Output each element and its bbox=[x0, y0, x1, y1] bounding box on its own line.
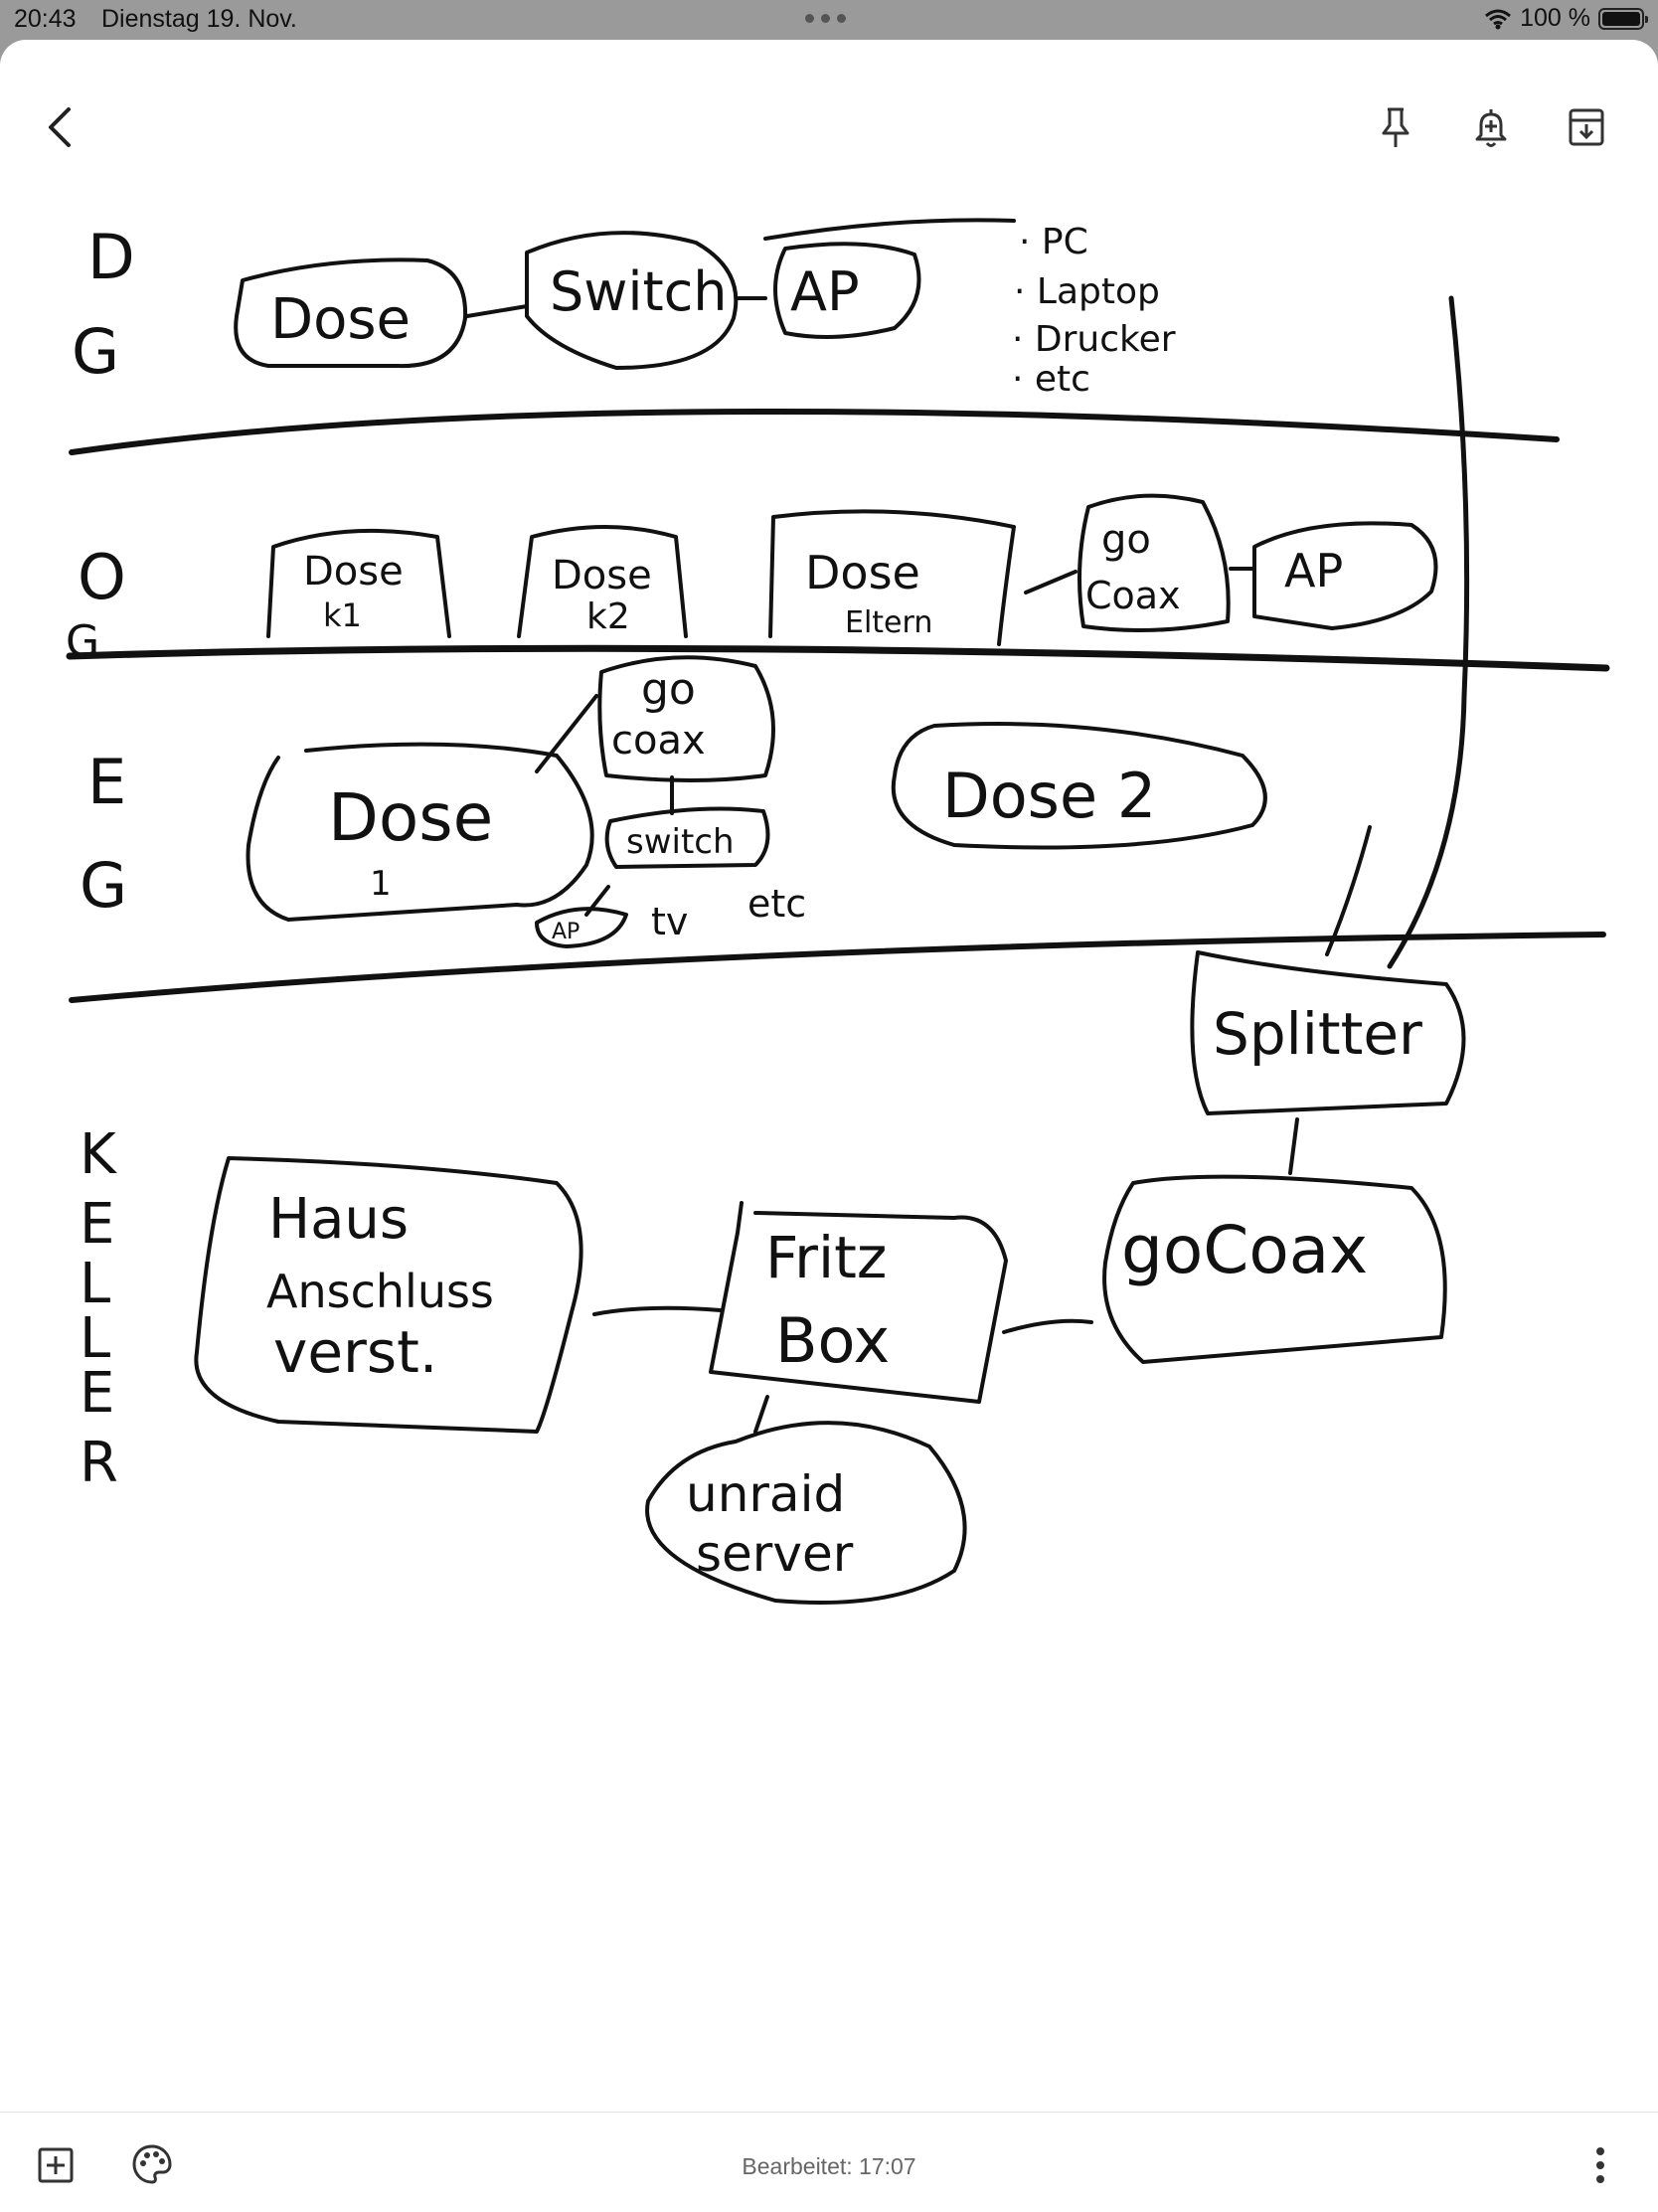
last-edited-text: Bearbeitet: 17:07 bbox=[742, 2153, 916, 2179]
og-gocoax-line2: Coax bbox=[1085, 574, 1181, 617]
multitasking-dots-icon[interactable] bbox=[805, 14, 853, 24]
dg-ap: AP bbox=[790, 260, 860, 323]
keller-unraid-line1: unraid bbox=[686, 1465, 845, 1523]
eg-dose2: Dose 2 bbox=[942, 760, 1156, 832]
og-dose-k2-line1: Dose bbox=[552, 553, 652, 598]
eg-switch: switch bbox=[626, 822, 735, 862]
reminder-button[interactable] bbox=[1467, 101, 1515, 153]
floor-label-keller-6: R bbox=[80, 1431, 118, 1495]
floor-label-dg-1: D bbox=[87, 221, 135, 293]
og-dose-eltern-line2: Eltern bbox=[845, 605, 932, 640]
back-button[interactable] bbox=[36, 99, 83, 155]
og-dose-k2-line2: k2 bbox=[586, 596, 630, 637]
og-dose-k1-line2: k1 bbox=[323, 596, 362, 634]
note-sheet bbox=[0, 40, 1658, 2211]
keller-gocoax: goCoax bbox=[1121, 1212, 1368, 1288]
floor-label-og-2: G bbox=[66, 616, 99, 667]
dg-dose: Dose bbox=[270, 287, 411, 352]
og-dose-eltern-line1: Dose bbox=[805, 546, 920, 599]
eg-gocoax-line2: coax bbox=[611, 718, 706, 764]
chevron-left-icon bbox=[49, 107, 71, 147]
eg-etc: etc bbox=[747, 882, 806, 926]
archive-button[interactable] bbox=[1563, 101, 1610, 153]
add-button[interactable] bbox=[32, 2141, 80, 2189]
floor-label-keller-2: E bbox=[80, 1192, 114, 1257]
floor-label-keller-1: K bbox=[80, 1122, 117, 1187]
dg-list-laptop: · Laptop bbox=[1014, 271, 1160, 312]
dg-switch: Switch bbox=[550, 260, 728, 323]
floor-label-keller-5: E bbox=[80, 1361, 114, 1426]
floor-label-dg-2: G bbox=[72, 315, 119, 388]
keller-haus-line1: Haus bbox=[268, 1187, 409, 1252]
wifi-icon bbox=[1485, 9, 1512, 29]
dg-list-drucker: · Drucker bbox=[1012, 319, 1176, 360]
eg-tv: tv bbox=[651, 900, 688, 943]
pin-button[interactable] bbox=[1372, 101, 1419, 153]
network-sketch: D G O G E G K E L L E R Dose Switch AP ·… bbox=[66, 218, 1610, 1605]
og-dose-k1-line1: Dose bbox=[303, 549, 404, 595]
status-date: Dienstag 19. Nov. bbox=[101, 5, 297, 33]
palette-icon bbox=[132, 2144, 172, 2184]
status-bar: 20:43 Dienstag 19. Nov. 100 % bbox=[0, 0, 1658, 40]
eg-dose1: Dose bbox=[328, 779, 493, 856]
bottom-bar bbox=[0, 2112, 1658, 2212]
keller-haus-line2: Anschluss bbox=[266, 1265, 494, 1318]
pin-icon bbox=[1382, 107, 1409, 147]
floor-label-keller-4: L bbox=[80, 1306, 110, 1371]
floor-label-eg-1: E bbox=[87, 746, 126, 818]
keller-haus-line3: verst. bbox=[273, 1318, 437, 1386]
more-options-button[interactable] bbox=[1578, 2137, 1622, 2193]
battery-percent: 100 % bbox=[1520, 4, 1590, 32]
dg-list-pc: · PC bbox=[1019, 222, 1088, 262]
keller-fritz-line1: Fritz bbox=[765, 1224, 887, 1291]
floor-label-keller-3: L bbox=[80, 1252, 110, 1316]
battery-icon bbox=[1598, 7, 1648, 30]
status-time: 20:43 bbox=[14, 5, 77, 33]
bell-plus-icon bbox=[1475, 109, 1507, 147]
palette-button[interactable] bbox=[127, 2139, 177, 2189]
floor-label-eg-2: G bbox=[80, 849, 127, 922]
og-gocoax-line1: go bbox=[1101, 517, 1151, 563]
floor-label-og-1: O bbox=[78, 541, 126, 613]
archive-icon bbox=[1569, 108, 1604, 146]
more-vertical-icon bbox=[1596, 2147, 1604, 2183]
eg-ap: AP bbox=[552, 920, 580, 944]
eg-dose1-sub: 1 bbox=[370, 864, 392, 904]
keller-fritz-line2: Box bbox=[775, 1304, 890, 1377]
og-ap: AP bbox=[1284, 544, 1343, 597]
plus-square-icon bbox=[38, 2147, 74, 2183]
status-right: 100 % bbox=[1484, 4, 1648, 33]
keller-splitter: Splitter bbox=[1213, 1000, 1422, 1068]
dg-list-etc: · etc bbox=[1012, 359, 1090, 400]
eg-gocoax-line1: go bbox=[641, 664, 696, 715]
keller-unraid-line2: server bbox=[696, 1525, 854, 1583]
